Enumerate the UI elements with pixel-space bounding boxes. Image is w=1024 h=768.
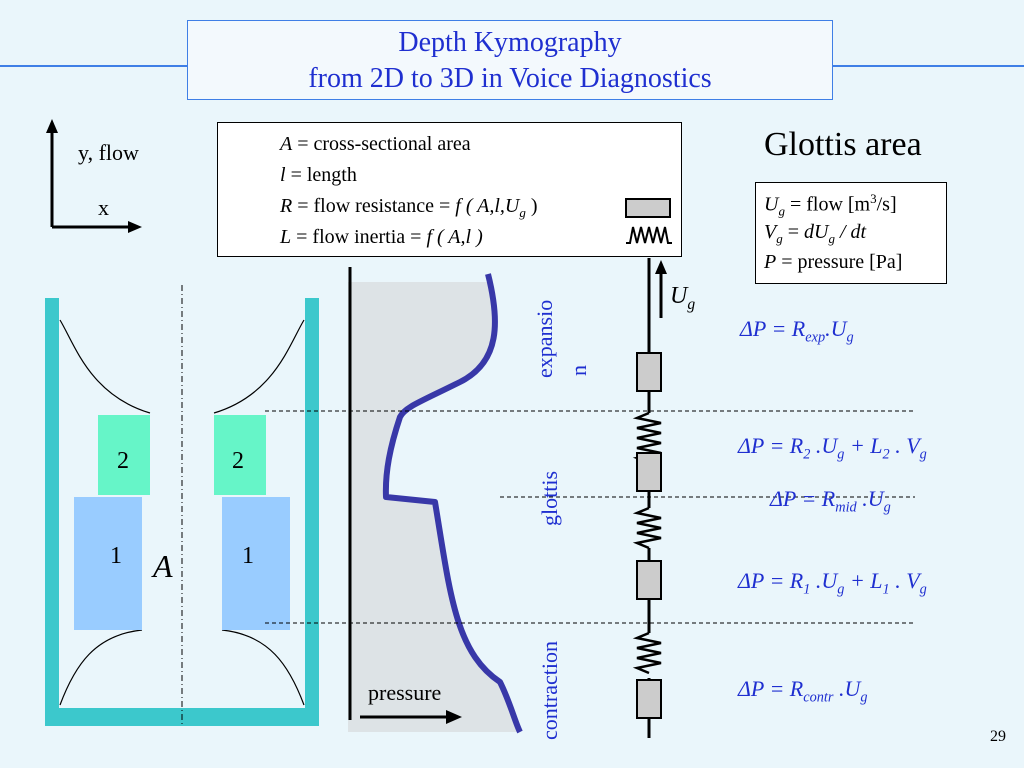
right-wall — [305, 298, 319, 726]
region-label-contraction: contraction — [537, 641, 562, 740]
fold-label-lower-right: 1 — [242, 543, 254, 569]
region-label-glottis: glottis — [537, 470, 562, 526]
electrical-analog-circuit — [632, 258, 667, 738]
variable-volume: Vg = dUg / dt — [764, 221, 867, 246]
fold-label-upper-right: 2 — [232, 448, 244, 474]
equation-mid: ΔP = Rmid .Ug — [770, 486, 891, 516]
variables-box: Ug = flow [m3/s] Vg = dUg / dt P = press… — [755, 182, 947, 284]
equation-upper-fold: ΔP = R2 .Ug + L2 . Vg — [738, 433, 927, 463]
definitions-box: A = cross-sectional area l = length R = … — [217, 122, 682, 257]
region-separators — [265, 410, 915, 624]
x-axis-label: x — [98, 195, 109, 220]
equation-expansion: ΔP = Rexp.Ug — [740, 316, 854, 346]
fold-2-left — [98, 415, 150, 495]
variable-pressure: P = pressure [Pa] — [764, 251, 903, 273]
definition-resistance: R = flow resistance = f ( A,l,Ug ) — [280, 195, 538, 220]
page-number: 29 — [990, 728, 1006, 745]
area-label: A — [153, 548, 173, 584]
resistor-inductor-legend-icon — [625, 198, 672, 244]
region-label-expansion-wrap: n — [566, 365, 591, 376]
definition-length: l = length — [280, 164, 357, 186]
title-box: Depth Kymography from 2D to 3D in Voice … — [187, 20, 833, 100]
axes-icon — [46, 119, 142, 233]
variable-flow: Ug = flow [m3/s] — [764, 191, 897, 219]
fold-2-right — [214, 415, 266, 495]
equation-contraction: ΔP = Rcontr .Ug — [738, 676, 868, 706]
pressure-label: pressure — [368, 680, 442, 705]
title-line-2: from 2D to 3D in Voice Diagnostics — [308, 63, 712, 94]
equation-lower-fold: ΔP = R1 .Ug + L1 . Vg — [738, 568, 927, 598]
flow-ug-label: Ug — [670, 283, 696, 313]
left-wall — [45, 298, 59, 726]
region-label-expansion: expansio — [532, 299, 557, 378]
fold-1-right — [222, 497, 290, 630]
vocal-folds-diagram — [45, 285, 319, 726]
glottis-area-heading: Glottis area — [764, 126, 922, 163]
fold-label-lower-left: 1 — [110, 543, 122, 569]
pressure-curve — [382, 273, 523, 734]
definition-area: A = cross-sectional area — [280, 133, 471, 155]
definition-inertia: L = flow inertia = f ( A,l ) — [280, 226, 483, 248]
pressure-profile-plot — [348, 267, 523, 734]
title-line-1: Depth Kymography — [398, 27, 622, 58]
y-axis-label: y, flow — [78, 140, 139, 165]
fold-label-upper-left: 2 — [117, 448, 129, 474]
fold-1-left — [74, 497, 142, 630]
